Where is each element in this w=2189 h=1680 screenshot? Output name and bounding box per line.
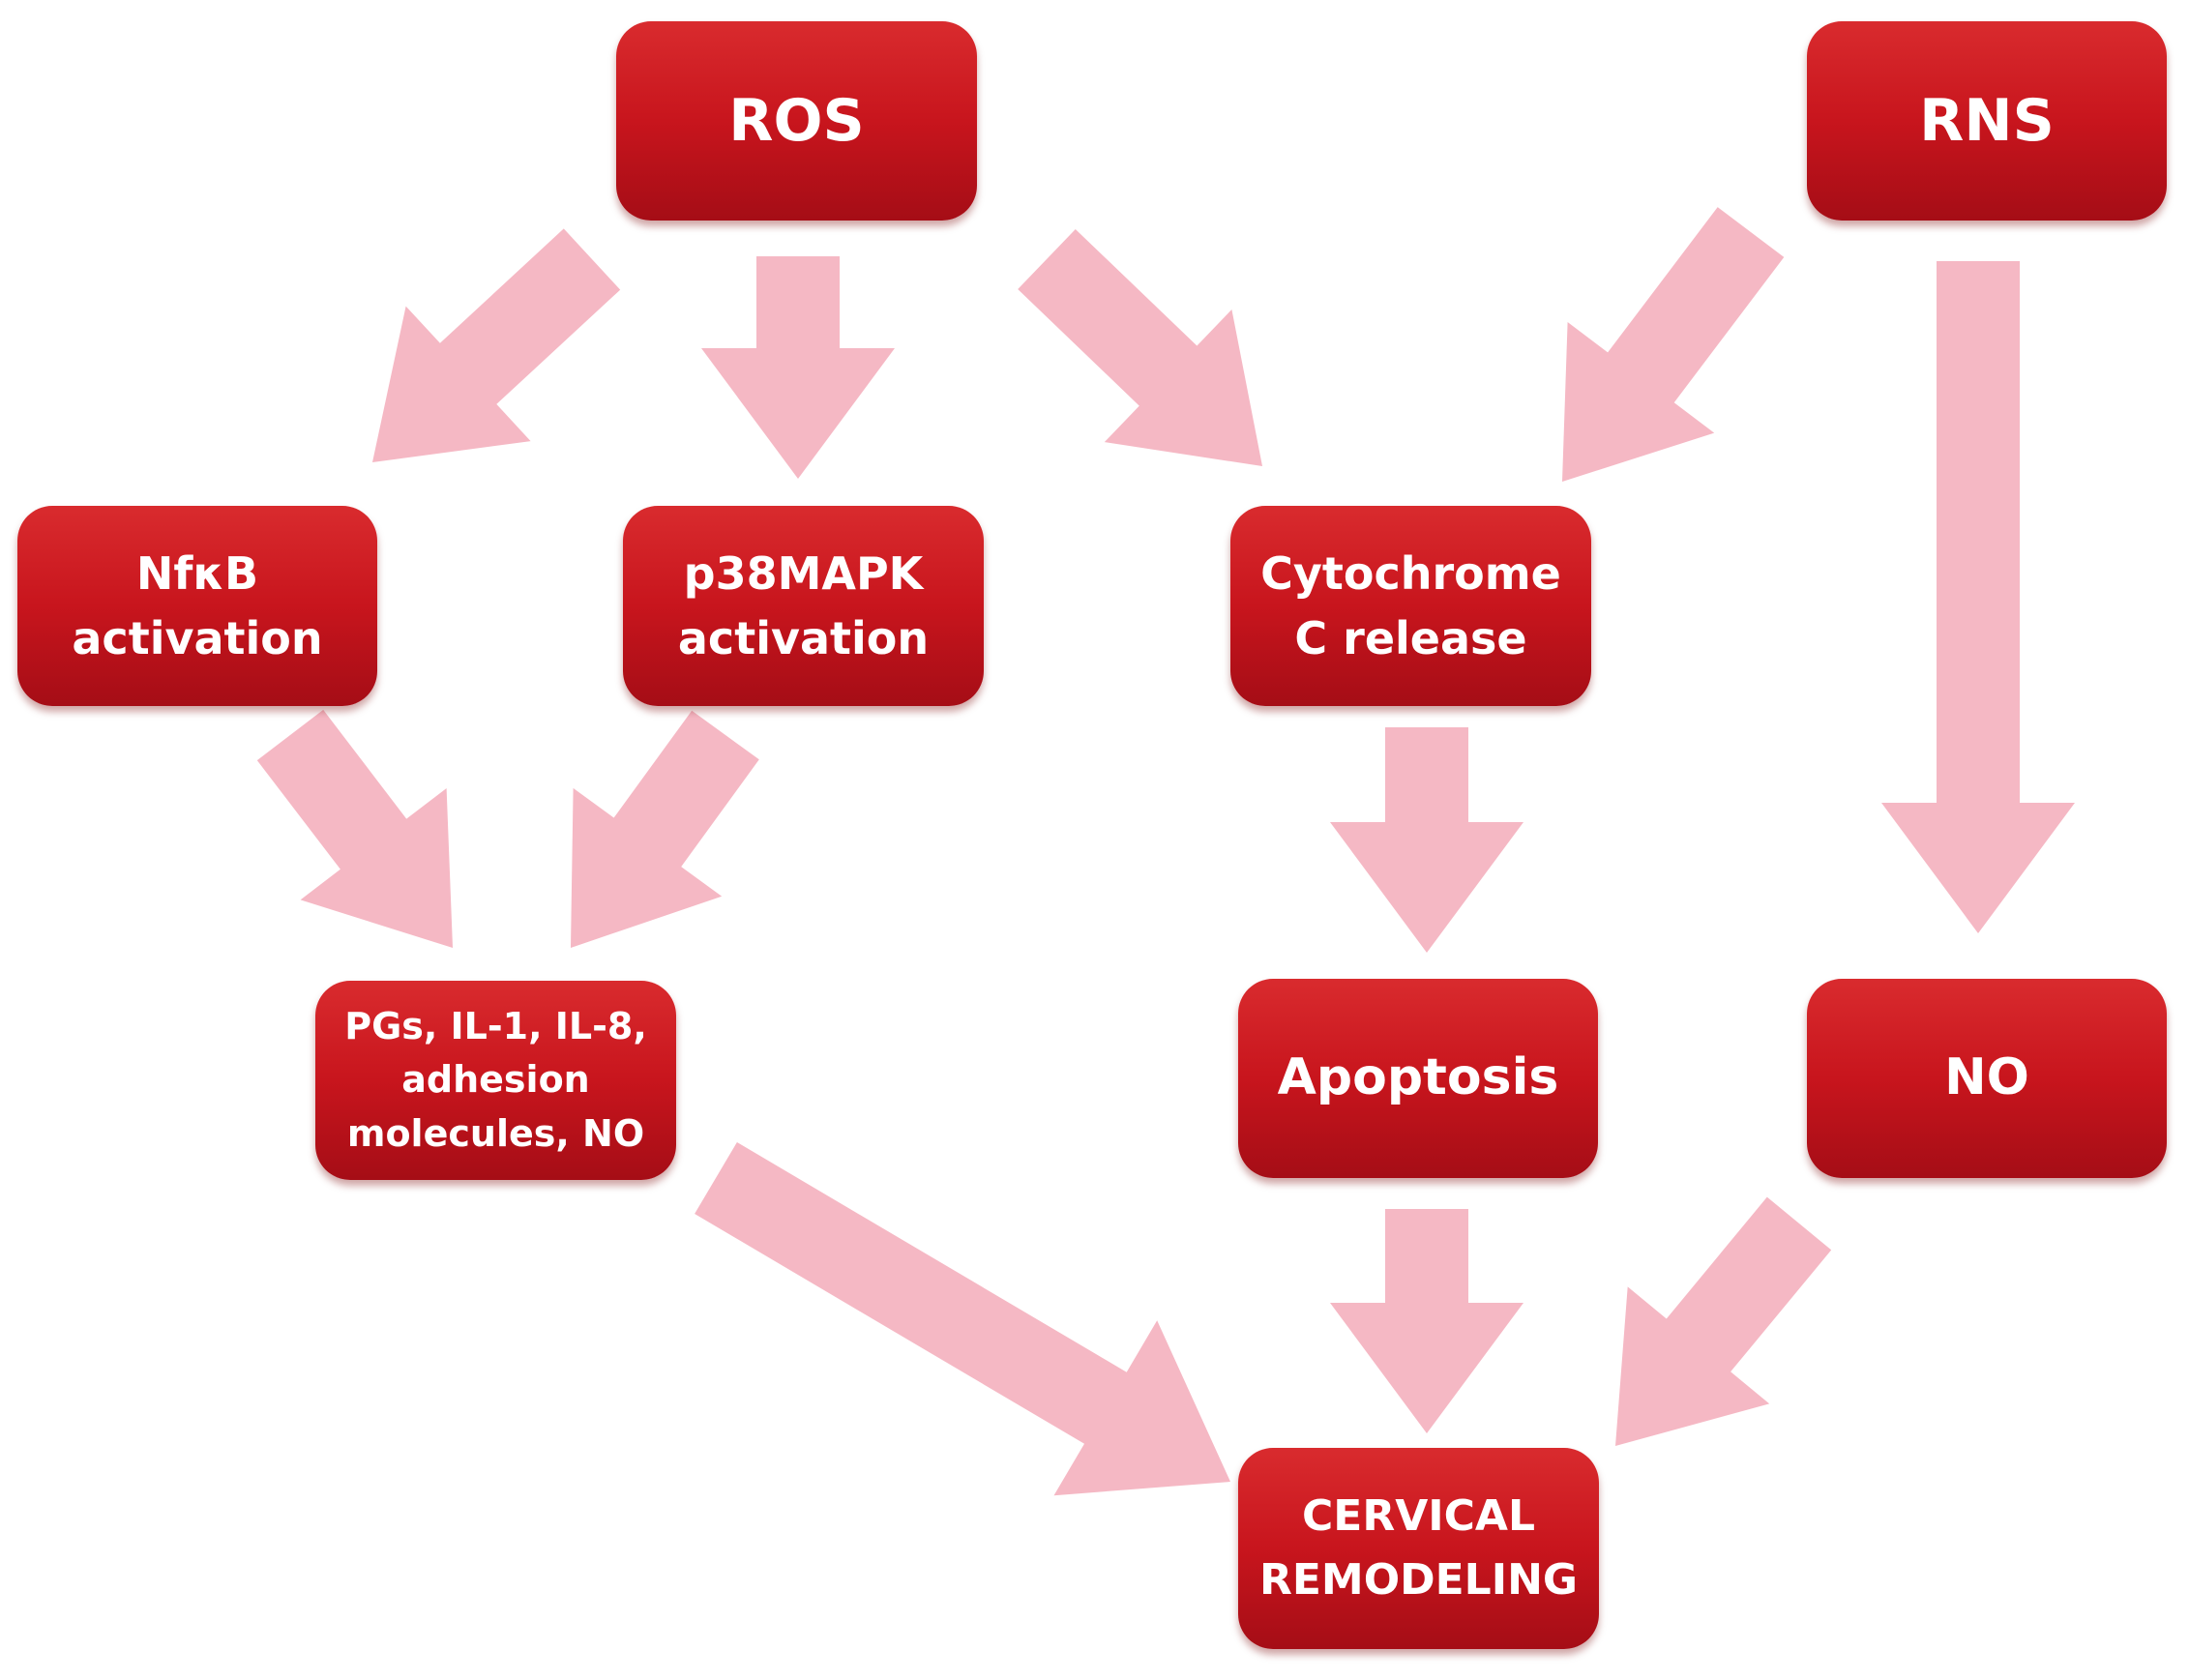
- node-nfkb-line1: NfκB: [135, 546, 259, 600]
- arrow-rns-to-cytochrome: [1562, 207, 1785, 482]
- node-p38mapk-activation: p38MAPK activation: [623, 506, 984, 706]
- arrow-rns-to-no: [1881, 261, 2075, 933]
- node-pgs-line3: molecules, NO: [346, 1111, 645, 1155]
- node-cytochrome-c-release: Cytochrome C release: [1230, 506, 1591, 706]
- node-no-label: NO: [1944, 1048, 2029, 1107]
- node-p38-line1: p38MAPK: [683, 546, 924, 600]
- node-rns: RNS: [1807, 21, 2167, 221]
- node-cervical-remodeling: CERVICAL REMODELING: [1238, 1448, 1599, 1649]
- node-pgs-line1: PGs, IL-1, IL-8,: [344, 1005, 647, 1048]
- node-apoptosis-label: Apoptosis: [1277, 1048, 1559, 1107]
- arrow-apoptosis-to-remodeling: [1330, 1209, 1523, 1433]
- node-apoptosis: Apoptosis: [1238, 979, 1598, 1178]
- arrow-p38-to-pgs: [571, 710, 759, 948]
- node-nfkb-line2: activation: [72, 611, 323, 664]
- arrow-cytochrome-to-apoptosis: [1330, 727, 1523, 953]
- node-rns-label: RNS: [1919, 87, 2055, 155]
- node-ros-label: ROS: [728, 87, 865, 155]
- node-pgs-il-adhesion-no: PGs, IL-1, IL-8, adhesion molecules, NO: [315, 981, 676, 1180]
- node-remod-line2: REMODELING: [1258, 1555, 1579, 1605]
- node-remod-line1: CERVICAL: [1301, 1491, 1536, 1541]
- node-pgs-line2: adhesion: [401, 1058, 590, 1102]
- arrow-pgs-to-remodeling: [695, 1142, 1230, 1496]
- arrow-ros-to-cytochrome: [1018, 229, 1262, 466]
- node-nfkb-activation: NfκB activation: [17, 506, 377, 706]
- node-cyto-line1: Cytochrome: [1260, 546, 1561, 600]
- arrow-ros-to-nfkb: [372, 228, 621, 462]
- node-cyto-line2: C release: [1294, 611, 1527, 664]
- arrow-nfkb-to-pgs: [256, 709, 453, 948]
- node-no: NO: [1807, 979, 2167, 1178]
- arrow-ros-to-p38: [701, 256, 895, 479]
- node-p38-line2: activation: [677, 611, 930, 664]
- arrow-no-to-remodeling: [1615, 1196, 1832, 1446]
- node-ros: ROS: [616, 21, 977, 221]
